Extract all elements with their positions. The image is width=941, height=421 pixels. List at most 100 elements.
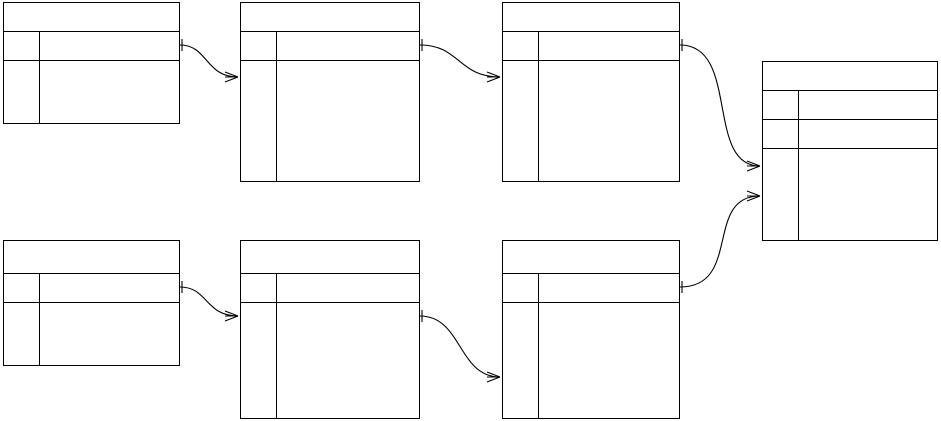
attribute-list: [503, 303, 679, 418]
entity-title: [503, 241, 679, 274]
name-column: [799, 149, 937, 240]
key-column: [503, 61, 539, 181]
relationship-address-to-sales[interactable]: [679, 39, 761, 172]
key-column: [4, 303, 40, 365]
attribute-name: [539, 332, 679, 361]
key-badge: [241, 32, 277, 60]
key-column: [4, 61, 40, 123]
cardinality-many-marker: [746, 190, 761, 202]
attribute-name: [539, 361, 679, 390]
attribute-name: [277, 389, 419, 418]
attribute-list: [4, 303, 179, 365]
entity-dim_productcategory[interactable]: [3, 240, 180, 366]
key-column: [241, 61, 277, 181]
relationship-line: [419, 315, 501, 378]
attribute-list: [763, 149, 937, 240]
key-badge: [503, 121, 538, 151]
relationship-countryregion-to-stateprovince[interactable]: [179, 39, 239, 83]
relationship-product-to-sales[interactable]: [679, 190, 761, 293]
relationship-stateprovince-to-address[interactable]: [419, 39, 501, 83]
key-badge: [503, 389, 538, 418]
attribute-name: [799, 210, 937, 240]
attribute-list: [503, 61, 679, 181]
key-badge: [763, 149, 798, 179]
primary-key-row[interactable]: [503, 32, 679, 61]
attribute-name: [799, 179, 937, 209]
name-column: [539, 303, 679, 418]
relationship-subcategory-to-product[interactable]: [419, 310, 501, 383]
entity-title: [4, 241, 179, 274]
relationship-line: [179, 44, 239, 78]
entity-dim_countryregion[interactable]: [3, 2, 180, 124]
entity-dim_productsubcategory[interactable]: [240, 240, 420, 419]
primary-key-row[interactable]: [763, 91, 937, 120]
attribute-name: [40, 92, 179, 123]
relationship-line: [679, 195, 761, 288]
attribute-name: [277, 361, 419, 390]
attribute-name: [799, 149, 937, 179]
key-badge: [763, 179, 798, 209]
attribute-name: [539, 121, 679, 151]
relationship-productcategory-to-subcategory[interactable]: [179, 281, 239, 322]
cardinality-many-marker: [486, 71, 501, 83]
entity-dim_stateprovince[interactable]: [240, 2, 420, 182]
primary-key-row[interactable]: [503, 274, 679, 303]
entity-dim_address[interactable]: [502, 2, 680, 182]
primary-key-row[interactable]: [241, 274, 419, 303]
attribute-list: [241, 303, 419, 418]
attribute-name: [277, 91, 419, 121]
attribute-name: [799, 120, 937, 148]
primary-key-row[interactable]: [4, 32, 179, 61]
attribute-name: [40, 334, 179, 365]
key-badge: [4, 61, 39, 92]
primary-key-row[interactable]: [241, 32, 419, 61]
attribute-name: [40, 274, 179, 302]
attribute-name: [277, 151, 419, 181]
entity-dim_product[interactable]: [502, 240, 680, 419]
entity-title: [241, 3, 419, 32]
key-badge: [241, 274, 277, 302]
relationship-line: [179, 286, 239, 317]
entity-title: [503, 3, 679, 32]
primary-key-row[interactable]: [4, 274, 179, 303]
attribute-name: [539, 389, 679, 418]
attribute-name: [40, 61, 179, 92]
key-badge: [241, 361, 276, 390]
cardinality-many-marker: [746, 160, 761, 172]
name-column: [539, 61, 679, 181]
entity-fct_sales[interactable]: [762, 61, 938, 241]
key-badge: [763, 120, 799, 148]
key-badge: [763, 91, 799, 119]
attribute-list: [4, 61, 179, 123]
attribute-name: [277, 274, 419, 302]
attribute-name: [277, 332, 419, 361]
cardinality-many-marker: [224, 310, 239, 322]
attribute-name: [40, 32, 179, 60]
entity-title: [4, 3, 179, 32]
key-badge: [4, 274, 40, 302]
key-badge: [241, 303, 276, 332]
attribute-name: [539, 303, 679, 332]
key-badge: [4, 303, 39, 334]
key-badge: [4, 92, 39, 123]
key-badge: [241, 332, 276, 361]
cardinality-many-marker: [486, 371, 501, 383]
attribute-name: [539, 151, 679, 181]
name-column: [277, 61, 419, 181]
attribute-name: [277, 61, 419, 91]
key-badge: [4, 334, 39, 365]
key-badge: [241, 151, 276, 181]
primary-key-row[interactable]: [763, 120, 937, 149]
name-column: [40, 303, 179, 365]
attribute-name: [539, 274, 679, 302]
name-column: [277, 303, 419, 418]
entity-title: [763, 62, 937, 91]
key-badge: [503, 303, 538, 332]
key-badge: [241, 121, 276, 151]
key-column: [503, 303, 539, 418]
key-badge: [241, 91, 276, 121]
attribute-name: [277, 121, 419, 151]
attribute-name: [799, 91, 937, 119]
key-badge: [503, 151, 538, 181]
attribute-name: [277, 303, 419, 332]
